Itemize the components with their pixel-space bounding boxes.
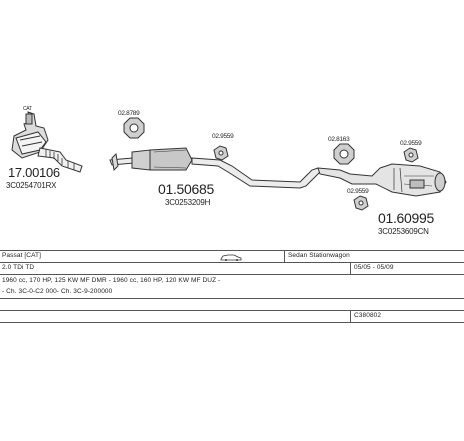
hanger-icon-1 [213, 145, 229, 161]
oem-number: 3C0253209H [165, 198, 211, 207]
model-cell: Passat [CAT] [2, 252, 42, 259]
table-divider [0, 310, 464, 311]
oem-number: 3C0253609CN [378, 227, 429, 236]
flex-pipe [37, 147, 83, 173]
accessory-label: 02.9559 [212, 133, 234, 140]
accessory-label: 02.9559 [347, 188, 369, 195]
hanger-icon-2 [403, 147, 419, 163]
clamp-icon-1 [123, 117, 145, 139]
table-divider [0, 262, 464, 263]
oem-number: 3C0254701RX [6, 181, 57, 190]
column-divider [350, 310, 351, 322]
body-type-cell: Sedan Stationwagon [288, 252, 350, 259]
part-number: 01.60995 [378, 210, 434, 226]
table-divider [0, 298, 464, 299]
exhaust-drawing [11, 111, 447, 211]
accessory-label: 02.9559 [400, 140, 422, 147]
car-icon [220, 254, 242, 261]
chassis-cell: - Ch. 3C-0-C2 000- Ch. 3C-9-200000 [2, 288, 113, 295]
column-divider [350, 262, 351, 274]
part-number: 17.00106 [8, 165, 60, 180]
accessory-label: 02.8163 [328, 136, 350, 143]
catalytic-converter [11, 111, 49, 159]
table-divider [0, 274, 464, 275]
table-divider [0, 250, 464, 251]
period-cell: 05/05 - 05/09 [354, 264, 394, 271]
column-divider [284, 250, 285, 262]
accessory-label: 02.8789 [118, 110, 140, 117]
table-divider [0, 322, 464, 323]
rear-silencer [317, 163, 447, 197]
clamp-icon-2 [333, 143, 355, 165]
engine-cell: 2.0 TDi TD [2, 264, 35, 271]
hanger-icon-3 [353, 195, 369, 211]
part-number: 01.50685 [158, 181, 214, 197]
cat-tag: CAT [23, 106, 32, 112]
reference-code: C380802 [354, 312, 382, 319]
spec-cell: 1960 cc, 170 HP, 125 KW MF DMR - 1960 cc… [2, 277, 221, 284]
